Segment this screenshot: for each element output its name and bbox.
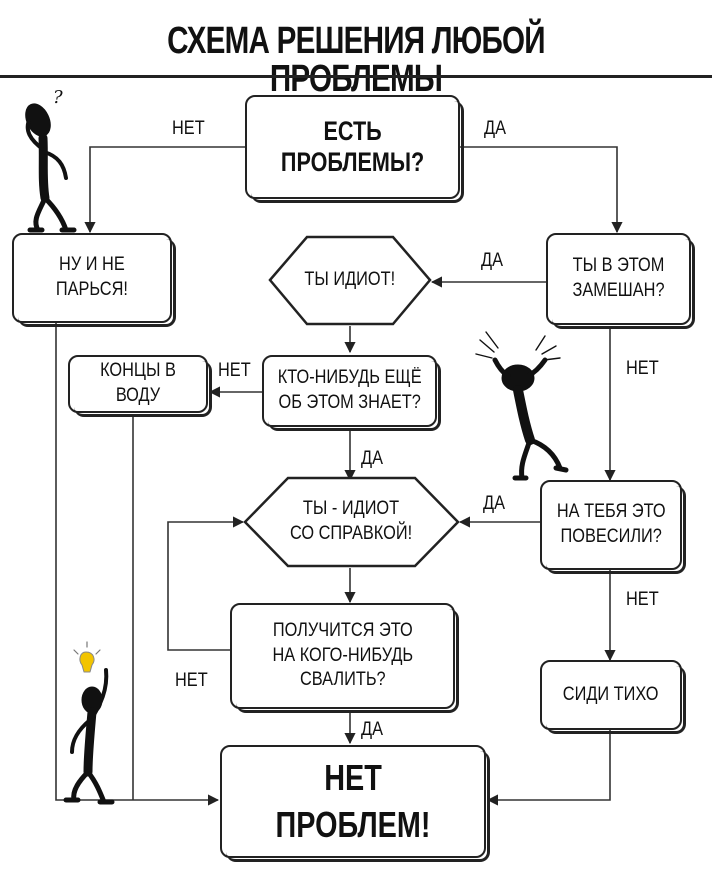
shift-blame-decision-box: ПОЛУЧИТСЯ ЭТО НА КОГО-НИБУДЬ СВАЛИТЬ?	[230, 603, 459, 713]
question-mark-text: ?	[53, 87, 63, 108]
diagram-title: СХЕМА РЕШЕНИЯ ЛЮБОЙ ПРОБЛЕМЫ	[167, 20, 545, 100]
sit-quiet-label: СИДИ ТИХО	[563, 683, 659, 705]
idiot-label: ТЫ ИДИОТ!	[304, 269, 396, 291]
certified-idiot-label: ТЫ - ИДИОТ СО СПРАВКОЙ!	[290, 498, 413, 544]
start-decision-label: ЕСТЬ ПРОБЛЕМЫ?	[280, 115, 425, 177]
edge-label-involved-no: НЕТ	[626, 358, 659, 379]
edge-label-blamed-yes: ДА	[483, 493, 505, 514]
edge-label-start-yes: ДА	[484, 118, 506, 139]
certified-idiot-hexagon-text: ТЫ - ИДИОТ СО СПРАВКОЙ!	[245, 478, 458, 566]
involved-decision-label: ТЫ В ЭТОМ ЗАМЕШАН?	[572, 255, 665, 301]
edge-label-shift-yes: ДА	[361, 719, 383, 740]
shift-blame-decision-label: ПОЛУЧИТСЯ ЭТО НА КОГО-НИБУДЬ СВАЛИТЬ?	[272, 619, 413, 691]
edge-start-yes	[460, 146, 623, 234]
edge-label-knows-no: НЕТ	[218, 360, 251, 381]
no-problem-box: НЕТ ПРОБЛЕМ!	[220, 745, 490, 862]
edge-label-involved-yes: ДА	[481, 250, 503, 271]
edge-label-shift-no: НЕТ	[175, 670, 208, 691]
edge-label-blamed-no: НЕТ	[626, 589, 659, 610]
idiot-hexagon	[268, 235, 432, 326]
edge-shift-no	[167, 516, 245, 651]
anyone-knows-decision-box: КТО-НИБУДЬ ЕЩЁ ОБ ЭТОМ ЗНАЕТ?	[262, 355, 441, 431]
blamed-decision-box: НА ТЕБЯ ЭТО ПОВЕСИЛИ?	[540, 480, 686, 574]
dont-worry-box: НУ И НЕ ПАРЬСЯ!	[12, 233, 176, 327]
thinking-figure-icon	[25, 103, 77, 233]
title-underline	[0, 75, 712, 78]
panicking-figure-icon	[475, 331, 569, 481]
hide-label: КОНЦЫ В ВОДУ	[100, 360, 176, 406]
edge-label-knows-yes: ДА	[361, 448, 383, 469]
edge-dontworry-noproblem	[55, 322, 220, 806]
hide-box: КОНЦЫ В ВОДУ	[68, 355, 212, 417]
involved-decision-box: ТЫ В ЭТОМ ЗАМЕШАН?	[546, 233, 695, 329]
blamed-decision-label: НА ТЕБЯ ЭТО ПОВЕСИЛИ?	[556, 501, 666, 547]
sit-quiet-box: СИДИ ТИХО	[540, 660, 686, 734]
anyone-knows-decision-label: КТО-НИБУДЬ ЕЩЁ ОБ ЭТОМ ЗНАЕТ?	[277, 367, 422, 413]
start-decision-box: ЕСТЬ ПРОБЛЕМЫ?	[245, 95, 464, 203]
edge-label-start-no: НЕТ	[172, 118, 205, 139]
idea-figure-icon	[63, 641, 115, 805]
no-problem-label: НЕТ ПРОБЛЕМ!	[275, 756, 431, 845]
edge-sit-noproblem	[486, 730, 611, 806]
edge-start-no	[84, 146, 245, 234]
idiot-hexagon-text: ТЫ ИДИОТ!	[270, 237, 430, 324]
dont-worry-label: НУ И НЕ ПАРЬСЯ!	[55, 254, 129, 300]
certified-idiot-hexagon	[243, 476, 460, 568]
